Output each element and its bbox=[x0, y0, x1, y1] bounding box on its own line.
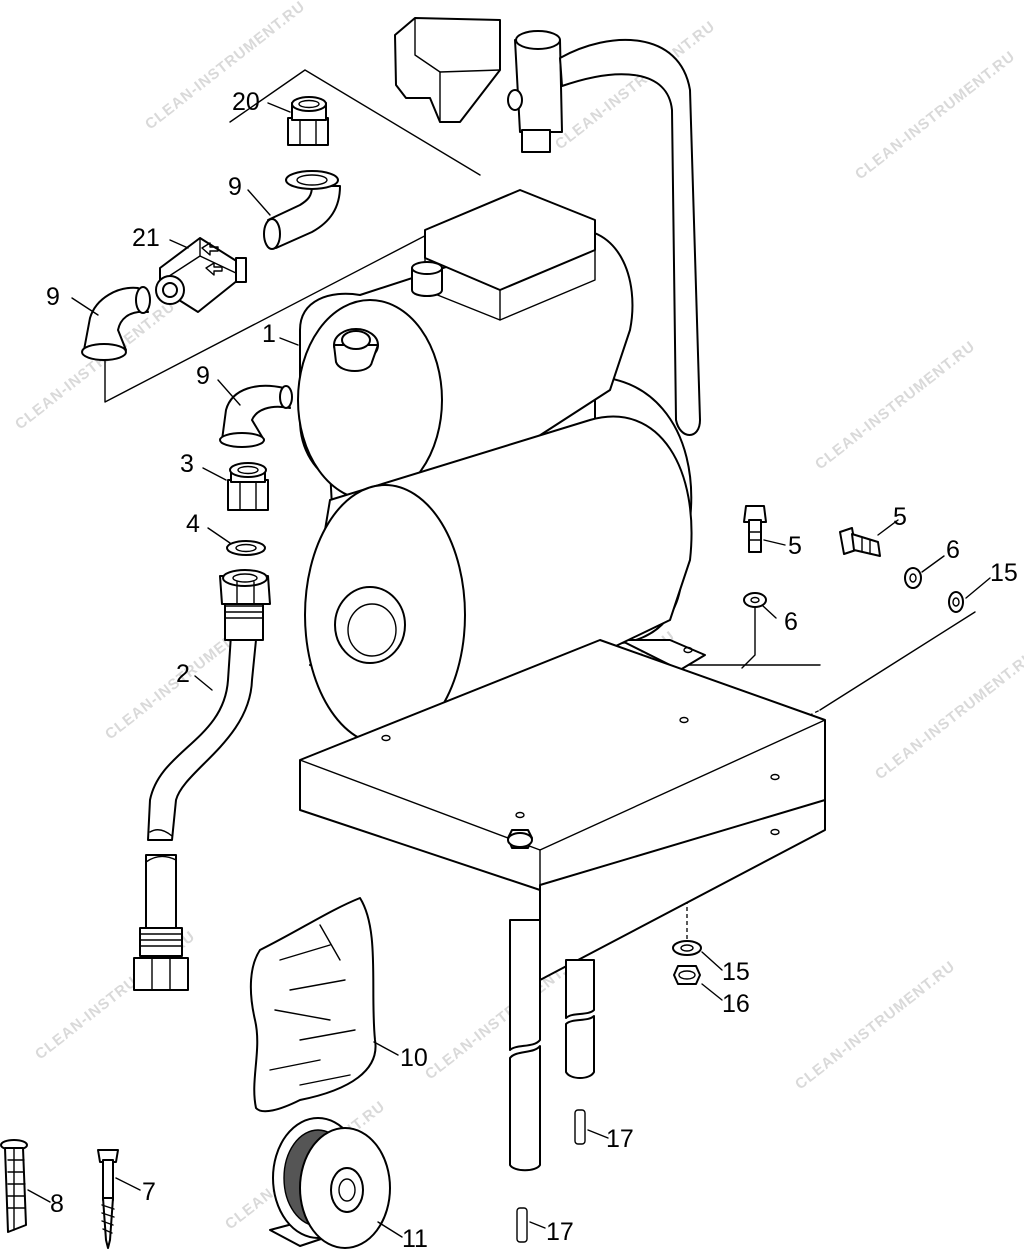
label-17-lower: 17 bbox=[546, 1218, 574, 1246]
pump-unit-1 bbox=[297, 189, 706, 773]
label-11: 11 bbox=[402, 1225, 428, 1253]
watermark-text: CLEAN-INSTRUMENT.RU bbox=[852, 48, 1019, 183]
nut-16 bbox=[673, 965, 701, 985]
plastic-bag-10 bbox=[249, 897, 377, 1113]
bolt-5-vertical bbox=[743, 505, 767, 553]
label-1: 1 bbox=[262, 320, 276, 348]
label-2: 2 bbox=[176, 660, 190, 688]
watermark-text: CLEAN-INSTRUMENT.RU bbox=[552, 18, 719, 153]
legs bbox=[509, 919, 595, 1172]
label-10: 10 bbox=[400, 1044, 428, 1072]
leader-lines bbox=[27, 102, 991, 1238]
washer-6-horizontal bbox=[904, 567, 922, 589]
label-6-vertical: 6 bbox=[784, 608, 798, 636]
label-17-upper: 17 bbox=[606, 1125, 634, 1153]
label-15-lower: 15 bbox=[722, 958, 750, 986]
base-plate bbox=[299, 639, 826, 981]
wall-plug-8 bbox=[0, 1139, 28, 1233]
label-21: 21 bbox=[132, 224, 160, 252]
washer-4 bbox=[226, 540, 266, 556]
label-8: 8 bbox=[50, 1190, 64, 1218]
nipple-fitting-20 bbox=[287, 96, 329, 146]
check-valve-21 bbox=[155, 237, 247, 313]
wood-screw-7 bbox=[97, 1149, 119, 1249]
label-9-upper: 9 bbox=[228, 173, 242, 201]
sealing-tape-roll-11 bbox=[269, 1117, 391, 1249]
label-16: 16 bbox=[722, 990, 750, 1018]
watermark-text: CLEAN-INSTRUMENT.RU bbox=[142, 0, 309, 133]
pin-17-upper bbox=[574, 1109, 586, 1145]
label-6-horizontal: 6 bbox=[946, 536, 960, 564]
washer-6-vertical bbox=[743, 592, 767, 608]
label-20: 20 bbox=[232, 88, 260, 116]
spring-washer-15-lower bbox=[672, 940, 702, 956]
watermark-text: CLEAN-INSTRUMENT.RU bbox=[872, 648, 1024, 783]
bolt-5-horizontal bbox=[839, 527, 881, 557]
label-5-vertical: 5 bbox=[788, 532, 802, 560]
label-15-horizontal: 15 bbox=[990, 559, 1018, 587]
elbow-9-lower bbox=[219, 384, 293, 448]
nipple-fitting-3 bbox=[227, 462, 269, 511]
watermark-text: CLEAN-INSTRUMENT.RU bbox=[792, 958, 959, 1093]
spring-washer-15-horizontal bbox=[948, 591, 964, 613]
label-7: 7 bbox=[142, 1178, 156, 1206]
label-9-lower: 9 bbox=[196, 362, 210, 390]
elbow-9-left bbox=[81, 286, 151, 361]
part-labels: 20 9 21 9 1 9 3 4 2 5 6 5 6 15 15 16 10 … bbox=[46, 88, 1018, 1253]
pressure-hose bbox=[133, 569, 271, 991]
watermark-text: CLEAN-INSTRUMENT.RU bbox=[812, 338, 979, 473]
label-4: 4 bbox=[186, 510, 200, 538]
label-3: 3 bbox=[180, 450, 194, 478]
elbow-9-upper bbox=[263, 170, 341, 250]
pressure-switch-assembly bbox=[394, 17, 701, 436]
pin-17-lower bbox=[516, 1207, 528, 1243]
label-5-horizontal: 5 bbox=[893, 503, 907, 531]
label-9-left: 9 bbox=[46, 283, 60, 311]
